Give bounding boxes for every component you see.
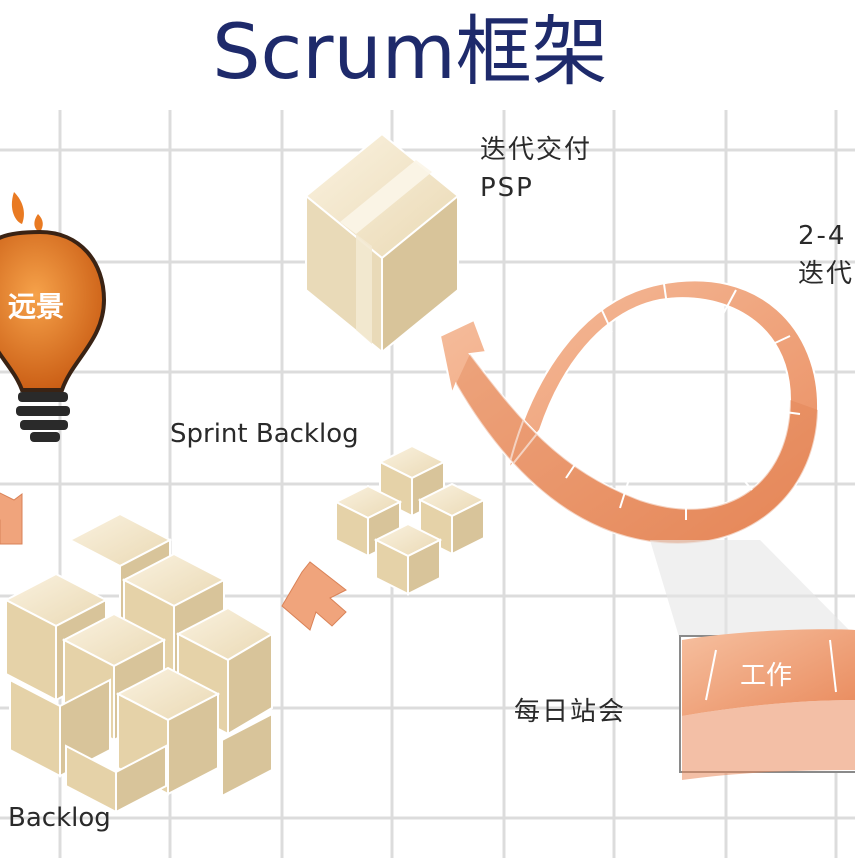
iteration-delivery-label: 迭代交付 bbox=[480, 135, 592, 165]
sprint-backlog-cubes-icon bbox=[333, 444, 487, 596]
daily-standup-label: 每日站会 bbox=[514, 697, 626, 727]
to-sprint-arrow-icon bbox=[281, 561, 347, 631]
vision-bulb-icon bbox=[0, 192, 107, 442]
page-title: Scrum框架 bbox=[212, 7, 608, 96]
vision-label: 远景 bbox=[8, 290, 64, 323]
product-backlog-cubes-icon bbox=[3, 512, 274, 814]
daily-standup-zoom-icon bbox=[650, 540, 855, 780]
psp-label: PSP bbox=[480, 173, 534, 203]
sprint-backlog-label: Sprint Backlog bbox=[170, 419, 359, 449]
sprint-loop-arrow-icon bbox=[438, 279, 820, 545]
duration-label: 2-4 bbox=[798, 221, 846, 251]
delivered-increment-box-icon bbox=[304, 132, 460, 355]
product-backlog-label: Backlog bbox=[8, 803, 111, 833]
bulb-down-arrow-icon bbox=[0, 492, 23, 545]
iteration-label: 迭代 bbox=[798, 259, 854, 289]
work-label: 工作 bbox=[740, 661, 792, 691]
